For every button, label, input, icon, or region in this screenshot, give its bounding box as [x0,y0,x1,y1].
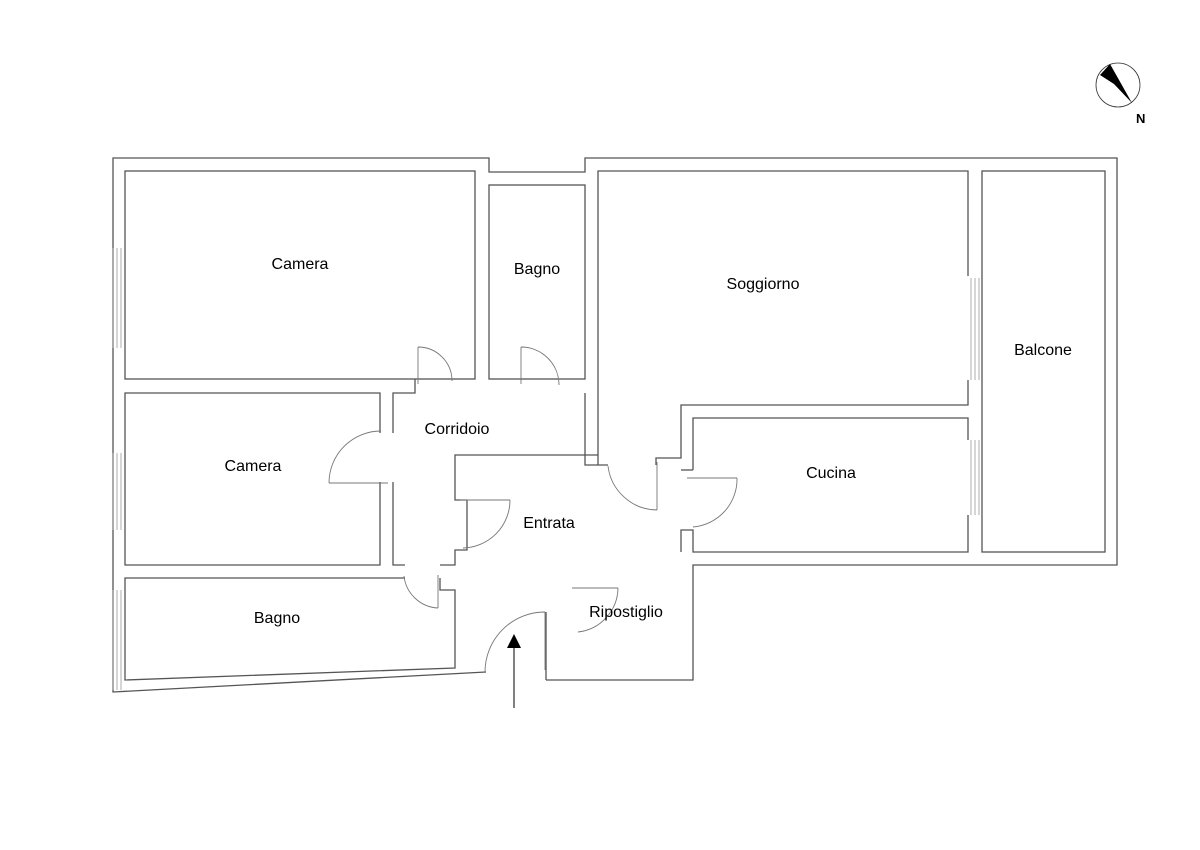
wall-soggiorno [597,170,969,465]
door-camera-mid [328,430,388,484]
wall-hall-left [392,379,416,433]
wall-camera-mid [124,392,381,566]
wall-camera-top [124,170,476,380]
door-soggiorno [607,462,658,511]
windows [112,248,980,690]
room-label-balcone: Balcone [1014,342,1072,359]
room-label-bagno-2: Bagno [253,610,301,627]
wall-balcone [981,170,1106,553]
wall-bagno-bottom [124,577,456,681]
wall-cucina-b [680,515,969,553]
door-camera-top [417,346,453,384]
compass-north-icon [1095,62,1141,108]
room-label-bagno: Bagno [513,261,561,278]
wall-soggiorno-b [655,380,969,465]
room-label-cucina: Cucina [806,465,856,482]
wall-soggiorno-c [584,393,608,466]
door-bagno-top [520,346,560,386]
door-entrata [460,499,511,549]
room-label-camera-2: Camera [224,458,282,475]
room-label-corridoio: Corridoio [424,421,490,438]
wall-bagno-top [488,184,586,380]
room-label-ripostiglio: Ripostiglio [589,604,663,621]
door-bagno-bottom [403,575,439,609]
room-label-entrata: Entrata [523,515,575,532]
entrance-arrow-icon [507,634,521,708]
door-cucina [687,477,738,528]
wall-hall-left-b [392,482,405,566]
room-label-camera: Camera [271,256,329,273]
wall-cucina [692,417,969,470]
room-label-soggiorno: Soggiorno [726,276,800,293]
outer-wall [112,157,1118,693]
compass-label: N [1136,111,1146,126]
door-ripostiglio [572,587,619,633]
wall-entrata-left-b [440,500,468,566]
wall-entrata-left [454,454,598,501]
door-entrance [484,611,546,673]
